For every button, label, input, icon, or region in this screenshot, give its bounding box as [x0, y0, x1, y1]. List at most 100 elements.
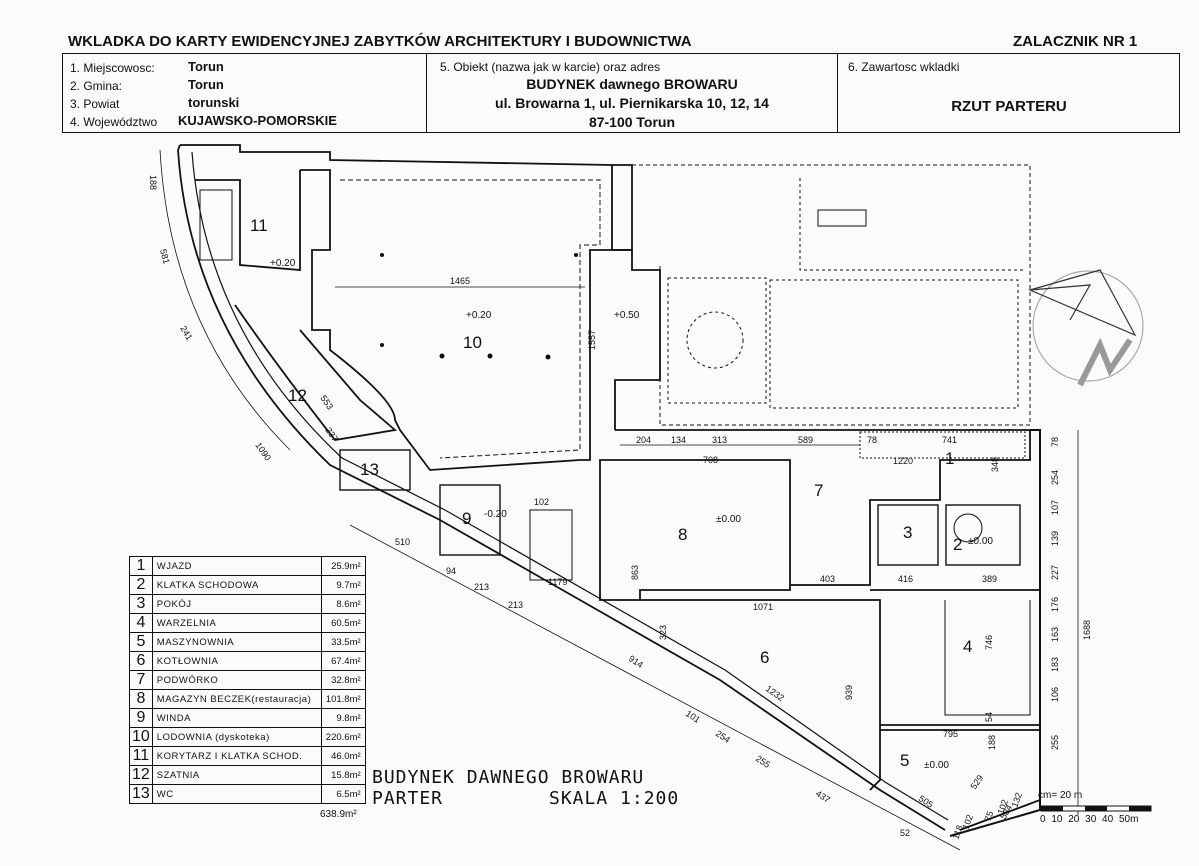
dim-510: 510 [395, 537, 410, 547]
dim-227: 227 [1050, 565, 1060, 580]
dim-106: 106 [1050, 687, 1060, 702]
scale-bar-icon [1040, 805, 1152, 812]
outer-wall-west [177, 144, 946, 831]
legend-number: 6 [129, 651, 153, 671]
dim-323: 323 [658, 625, 668, 640]
room-9 [439, 484, 501, 556]
legend-room-name: WINDA [151, 708, 322, 728]
dim-741: 741 [942, 435, 957, 445]
dim-54: 54 [984, 712, 994, 722]
legend-number: 11 [129, 746, 153, 766]
dim-163: 163 [1050, 627, 1060, 642]
dim-553: 553 [318, 393, 335, 411]
legend-area: 6.5m² [320, 784, 366, 804]
room-no-12: 12 [288, 386, 307, 405]
stair-2 [953, 513, 983, 543]
legend-number: 12 [129, 765, 153, 785]
annex-label: ZALACZNIK NR 1 [1013, 33, 1138, 50]
content-label: 6. Zawartosc wkladki [848, 60, 960, 74]
legend-area: 33.5m² [320, 632, 366, 652]
dim-254: 254 [714, 728, 732, 745]
dim-102: 102 [534, 497, 549, 507]
info-value-1: Torun [188, 59, 224, 74]
room-4-walls [870, 589, 1041, 726]
dim-78b: 78 [1050, 437, 1060, 447]
dim-403: 403 [820, 574, 835, 584]
dim-389: 389 [982, 574, 997, 584]
legend-area: 220.6m² [320, 727, 366, 747]
north-wall-2 [612, 164, 633, 251]
info-label-1: 1. Miejscowosc: [70, 61, 155, 75]
dim-213b: 213 [508, 600, 523, 610]
dim-176: 176 [1050, 597, 1060, 612]
legend-room-name: SZATNIA [151, 765, 322, 785]
drawing-scale: SKALA 1:200 [549, 788, 680, 809]
courtyard-circle [686, 311, 744, 369]
legend-room-name: LODOWNIA (dyskoteka) [151, 727, 322, 747]
dim-134: 134 [671, 435, 686, 445]
room-no-3: 3 [903, 523, 912, 542]
dim-348: 348 [990, 457, 1000, 472]
dim-75: 75 [982, 810, 995, 823]
north-wall [180, 144, 613, 250]
dim-183: 183 [1050, 657, 1060, 672]
dim-1557: 1557 [587, 330, 597, 350]
dim-line-west [159, 149, 291, 451]
object-address: ul. Browarna 1, ul. Piernikarska 10, 12,… [495, 95, 769, 111]
dim-863: 863 [630, 565, 640, 580]
legend-area: 67.4m² [320, 651, 366, 671]
legend-area: 60.5m² [320, 613, 366, 633]
legend-room-name: MAGAZYN BECZEK(restauracja) [151, 689, 322, 709]
legend-area: 9.7m² [320, 575, 366, 595]
dim-188b: 188 [987, 735, 997, 750]
legend-room-name: WC [151, 784, 322, 804]
room-no-10: 10 [463, 333, 482, 352]
legend-area: 25.9m² [320, 556, 366, 576]
dim-581: 581 [158, 248, 172, 265]
east-wall [949, 429, 1041, 837]
object-box [426, 53, 838, 133]
content-value: RZUT PARTERU [951, 98, 1067, 115]
legend-number: 5 [129, 632, 153, 652]
dim-1465: 1465 [450, 276, 470, 286]
info-value-3: torunski [188, 95, 240, 110]
courtyard-outline [632, 164, 1031, 426]
room-4-inner [944, 600, 1031, 716]
stair-9 [529, 509, 573, 581]
room-8-walls [599, 459, 791, 601]
legend-number: 4 [129, 613, 153, 633]
dim-1688: 1688 [1082, 620, 1092, 640]
dim-1090: 1090 [253, 440, 273, 462]
info-value-2: Torun [188, 77, 224, 92]
room-11-walls [195, 170, 301, 271]
legend-number: 13 [129, 784, 153, 804]
legend-area: 15.8m² [320, 765, 366, 785]
room-no-9: 9 [462, 509, 471, 528]
dim-795: 795 [943, 729, 958, 739]
room-12-walls [234, 304, 398, 441]
room-no-1: 1 [945, 449, 954, 468]
object-name: BUDYNEK dawnego BROWARU [526, 76, 738, 92]
dim-52: 52 [900, 828, 910, 838]
legend-number: 8 [129, 689, 153, 709]
legend-room-name: POKÓJ [151, 594, 322, 614]
total-area: 638.9m² [320, 809, 357, 820]
info-label-4: 4. Województwo [70, 115, 158, 129]
dim-213: 213 [474, 582, 489, 592]
room-7-walls [615, 429, 1031, 586]
dim-241: 241 [178, 324, 194, 342]
courtyard-sign [817, 209, 867, 227]
dim-708: 708 [703, 455, 718, 465]
legend-room-name: WARZELNIA [151, 613, 322, 633]
legend-number: 9 [129, 708, 153, 728]
dim-529: 529 [968, 773, 985, 791]
courtyard-top [799, 178, 1025, 271]
